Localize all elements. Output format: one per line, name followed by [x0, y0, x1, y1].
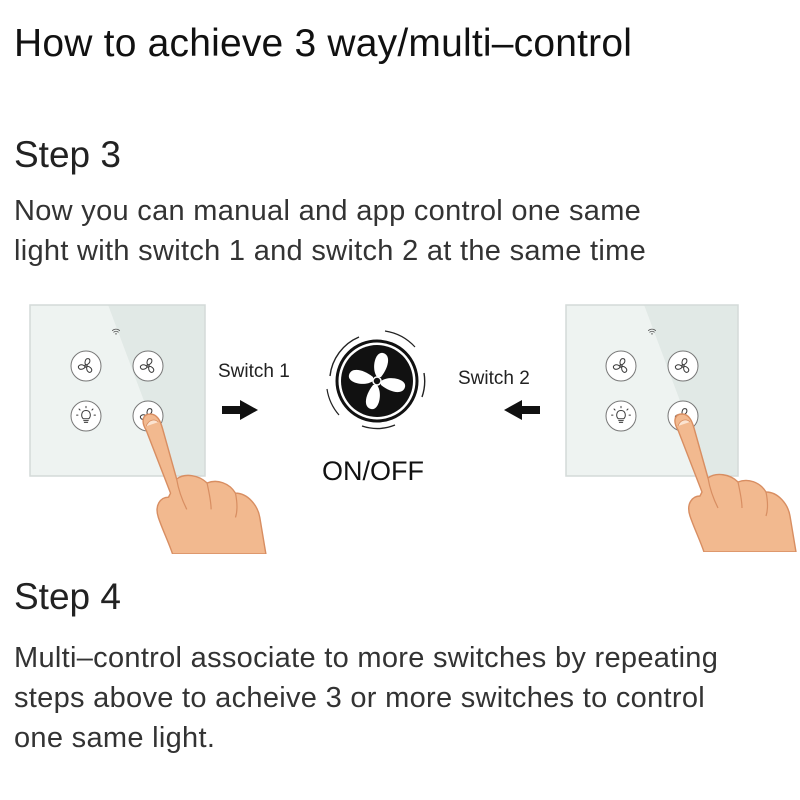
arrow-left-icon	[504, 400, 540, 420]
step-3-line-1: Now you can manual and app control one s…	[14, 195, 642, 227]
switch-1-fan-button[interactable]	[70, 350, 102, 382]
switch-2-label: Switch 2	[458, 368, 530, 389]
fan-icon	[326, 330, 426, 430]
switch-2-fan-button[interactable]	[605, 350, 637, 382]
step-4-line-3: one same light.	[14, 722, 216, 754]
step-4-line-2: steps above to acheive 3 or more switche…	[14, 682, 705, 714]
switch-2-fan-button-2[interactable]	[667, 350, 699, 382]
multi-control-diagram	[29, 304, 797, 554]
step-3-heading: Step 3	[14, 134, 121, 175]
switch-1-label: Switch 1	[218, 361, 290, 382]
step-4-description: Multi–control associate to more switches…	[14, 638, 718, 758]
page-title: How to achieve 3 way/multi–control	[14, 22, 633, 65]
arrow-right-icon	[222, 400, 258, 420]
step-4-line-1: Multi–control associate to more switches…	[14, 642, 719, 674]
switch-2-panel	[565, 304, 739, 477]
step-3-description: Now you can manual and app control one s…	[14, 191, 646, 271]
switch-2-light-button[interactable]	[605, 400, 637, 432]
fan-state-label: ON/OFF	[322, 456, 424, 486]
step-4-heading: Step 4	[14, 576, 121, 617]
switch-1-light-button[interactable]	[70, 400, 102, 432]
switch-1-panel	[29, 304, 206, 477]
switch-1-fan-button-2[interactable]	[132, 350, 164, 382]
step-3-line-2: light with switch 1 and switch 2 at the …	[14, 235, 647, 267]
